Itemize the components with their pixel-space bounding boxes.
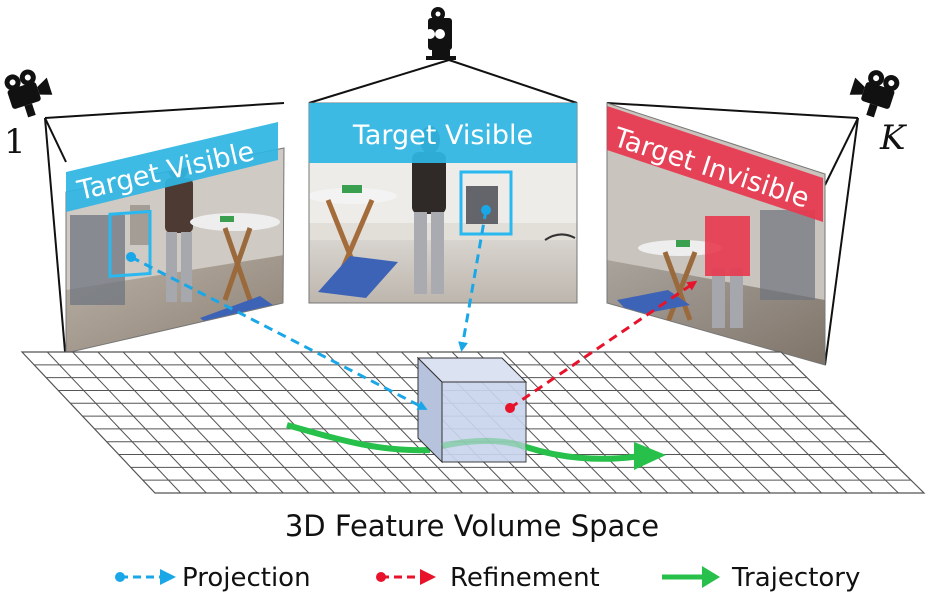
camera-label-first: 1 — [4, 122, 26, 162]
grid-column-line — [502, 351, 643, 494]
grid-column-line — [679, 351, 822, 494]
banner-view-3 — [607, 106, 823, 222]
grid-column-line — [325, 351, 463, 494]
grid-column-line — [755, 351, 899, 494]
target-box-view-2 — [459, 170, 513, 236]
camera-view-3: Target Invisible — [606, 102, 826, 366]
volume-title: 3D Feature Volume Space — [285, 509, 659, 543]
grid-column-line — [249, 351, 387, 494]
banner-view-2 — [309, 103, 577, 163]
movie-camera-icon — [4, 69, 53, 118]
grid-column-line — [552, 351, 694, 494]
grid-column-line — [122, 351, 258, 494]
movie-camera-icon — [425, 7, 456, 60]
feature-volume-cube — [416, 356, 528, 464]
trajectory-curve-back — [286, 422, 431, 454]
grid-column-line — [730, 351, 874, 494]
grid-column-line — [274, 351, 412, 494]
legend-item-refinement: Refinement — [376, 563, 600, 593]
legend: Projection Refinement Trajectory — [115, 563, 860, 593]
projection-arrow-view-1 — [126, 252, 428, 410]
grid-column-line — [97, 351, 233, 494]
legend-label-trajectory: Trajectory — [731, 563, 860, 593]
grid-column-line — [148, 351, 284, 494]
camera-view-1: Target Visible — [65, 122, 285, 354]
grid-column-line — [46, 351, 181, 494]
trajectory-arrowhead — [634, 442, 666, 470]
movie-camera-icon — [849, 70, 900, 118]
camera-view-2: Target Visible — [308, 102, 578, 304]
banner-text-view-2: Target Visible — [352, 120, 533, 151]
grid-column-line — [603, 351, 745, 494]
grid-column-line — [299, 351, 438, 494]
legend-item-trajectory: Trajectory — [662, 563, 860, 593]
grid-column-line — [704, 351, 848, 494]
camera-label-last: K — [879, 118, 908, 158]
banner-view-1 — [66, 122, 278, 212]
trajectory-curve-front — [441, 437, 527, 450]
legend-label-projection: Projection — [182, 563, 311, 593]
projection-arrow-view-2 — [458, 205, 491, 352]
grid-column-line — [654, 351, 797, 494]
trajectory-curve-exit — [525, 444, 641, 462]
frustum-lines — [44, 59, 859, 366]
grid-column-line — [173, 351, 310, 494]
legend-item-projection: Projection — [115, 563, 311, 593]
invisible-target-region — [705, 216, 750, 276]
grid-column-line — [628, 351, 771, 494]
grid-column-line — [198, 351, 335, 494]
refinement-arrow-view-3 — [505, 280, 698, 413]
legend-label-refinement: Refinement — [450, 563, 600, 593]
grid-column-line — [578, 351, 720, 494]
grid-column-line — [224, 351, 361, 494]
target-box-view-1 — [108, 209, 152, 278]
grid-column-line — [527, 351, 669, 494]
grid-column-line — [72, 351, 207, 494]
